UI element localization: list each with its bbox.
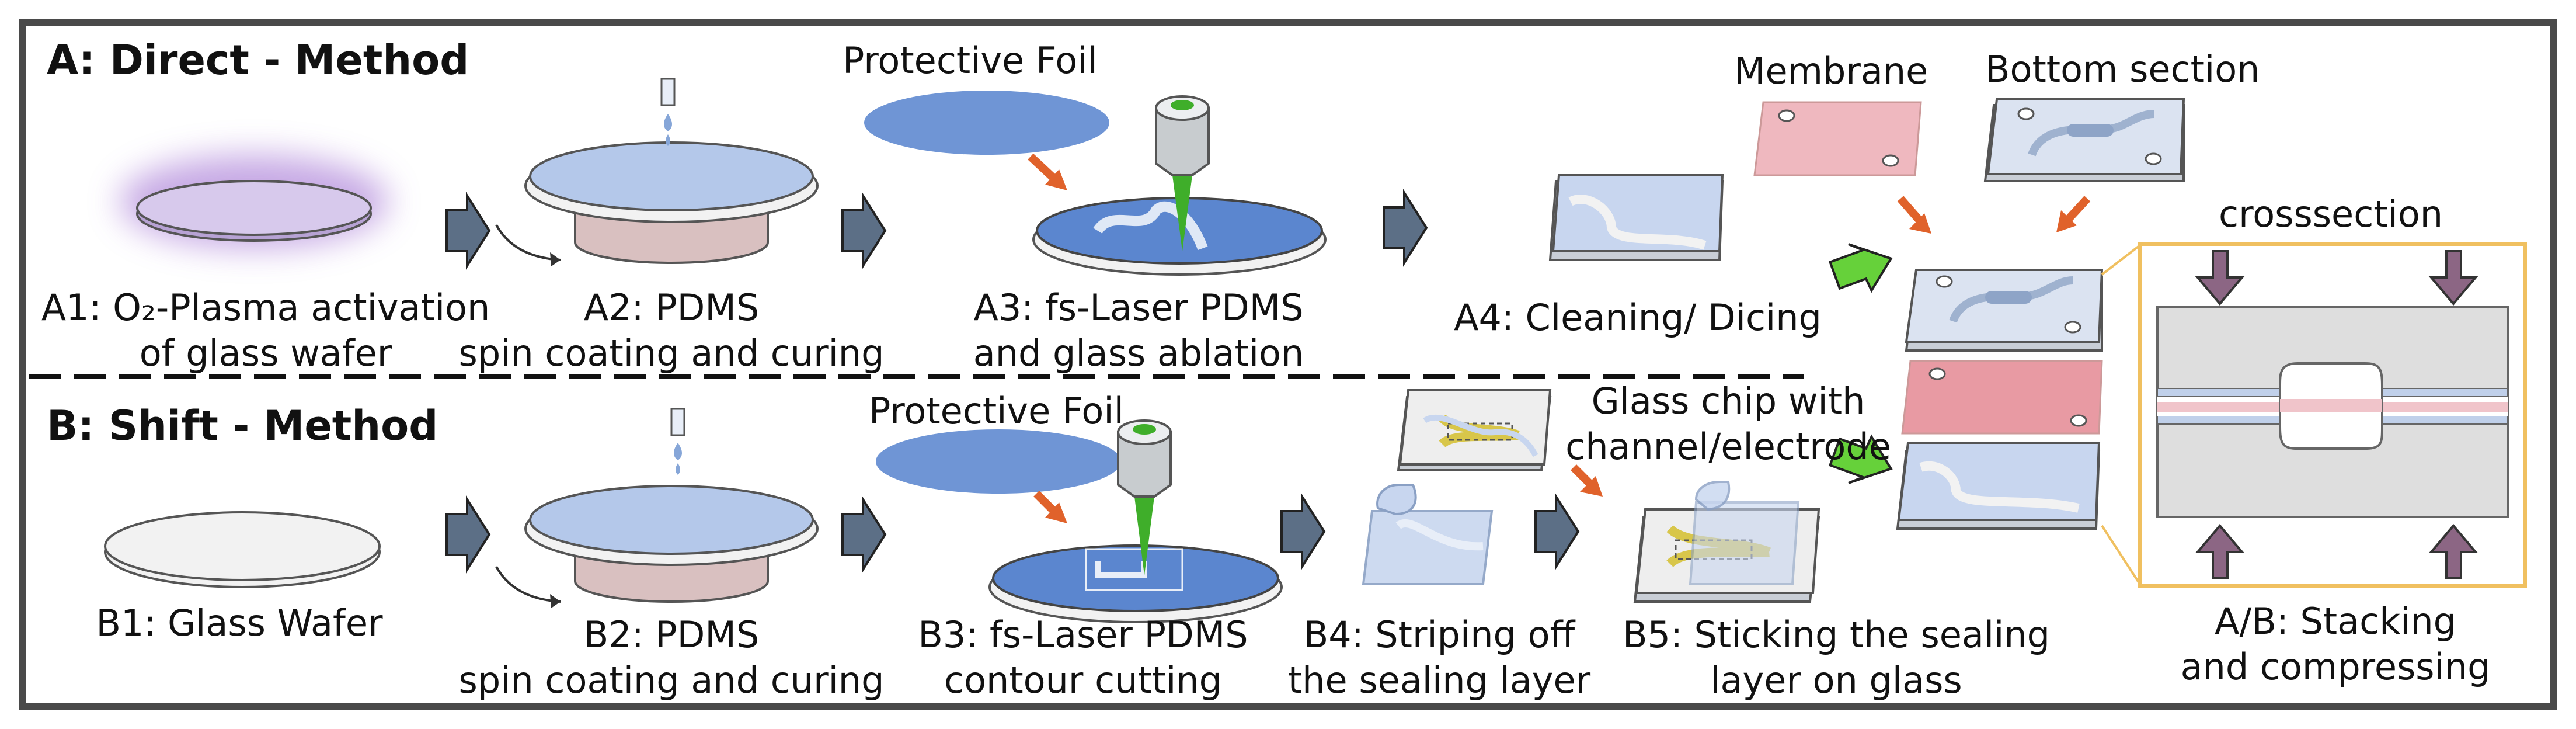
outer-frame xyxy=(19,19,2557,710)
bottom-section-label: Bottom section xyxy=(1985,48,2260,91)
a2-spin-coater xyxy=(495,78,819,266)
compress-arrow-top-left xyxy=(2195,250,2245,306)
crosssection-view xyxy=(2138,242,2527,588)
green-arrow-top xyxy=(1828,243,1893,293)
a-protective-foil-label: Protective Foil xyxy=(843,39,1098,82)
crosssection-label: crosssection xyxy=(2219,193,2443,235)
process-arrow-a3-a4 xyxy=(1383,189,1428,267)
process-arrow-b1-b2 xyxy=(445,495,491,574)
process-arrow-b4-b5 xyxy=(1534,492,1580,571)
step-b1-label: B1: Glass Wafer xyxy=(96,602,383,644)
b3-foil-laser xyxy=(876,419,1283,623)
zoom-line-top xyxy=(2101,244,2141,276)
glass-chip-electrode xyxy=(1397,389,1552,471)
orange-arrow-bottom xyxy=(2056,196,2091,232)
orange-arrow-membrane xyxy=(1897,196,1931,234)
green-arrow-bottom xyxy=(1828,434,1893,484)
membrane-label: Membrane xyxy=(1734,50,1928,92)
section-a-title: A: Direct - Method xyxy=(47,36,469,84)
process-arrow-b3-b4 xyxy=(1280,492,1326,571)
b5-stick-layer xyxy=(1633,481,1820,603)
compress-arrow-bottom-right xyxy=(2428,523,2478,579)
b4-strip-layer xyxy=(1362,484,1494,585)
compress-arrow-bottom-left xyxy=(2195,523,2245,579)
process-arrow-a1-a2 xyxy=(445,192,491,270)
stack-bottom-chip xyxy=(1896,442,2101,530)
b-protective-foil-label: Protective Foil xyxy=(869,390,1124,432)
bottom-section-layer xyxy=(1983,98,2185,182)
compress-arrow-top-right xyxy=(2428,250,2478,306)
membrane-layer xyxy=(1753,101,1922,176)
step-a4-label: A4: Cleaning/ Dicing xyxy=(1454,296,1822,339)
section-b-title: B: Shift - Method xyxy=(47,402,438,450)
orange-arrow-b5 xyxy=(1571,464,1603,497)
stack-top-chip xyxy=(1905,269,2104,352)
b1-glass-wafer xyxy=(104,511,381,588)
b2-spin-coater xyxy=(495,408,819,608)
process-arrow-a2-a3 xyxy=(841,192,887,270)
a3-foil-laser xyxy=(864,91,1327,276)
a4-diced-chip xyxy=(1548,174,1724,261)
process-arrow-b2-b3 xyxy=(841,495,887,574)
zoom-line-bottom xyxy=(2101,525,2141,585)
stack-membrane xyxy=(1901,360,2103,435)
a1-plasma-wafer xyxy=(120,155,388,248)
